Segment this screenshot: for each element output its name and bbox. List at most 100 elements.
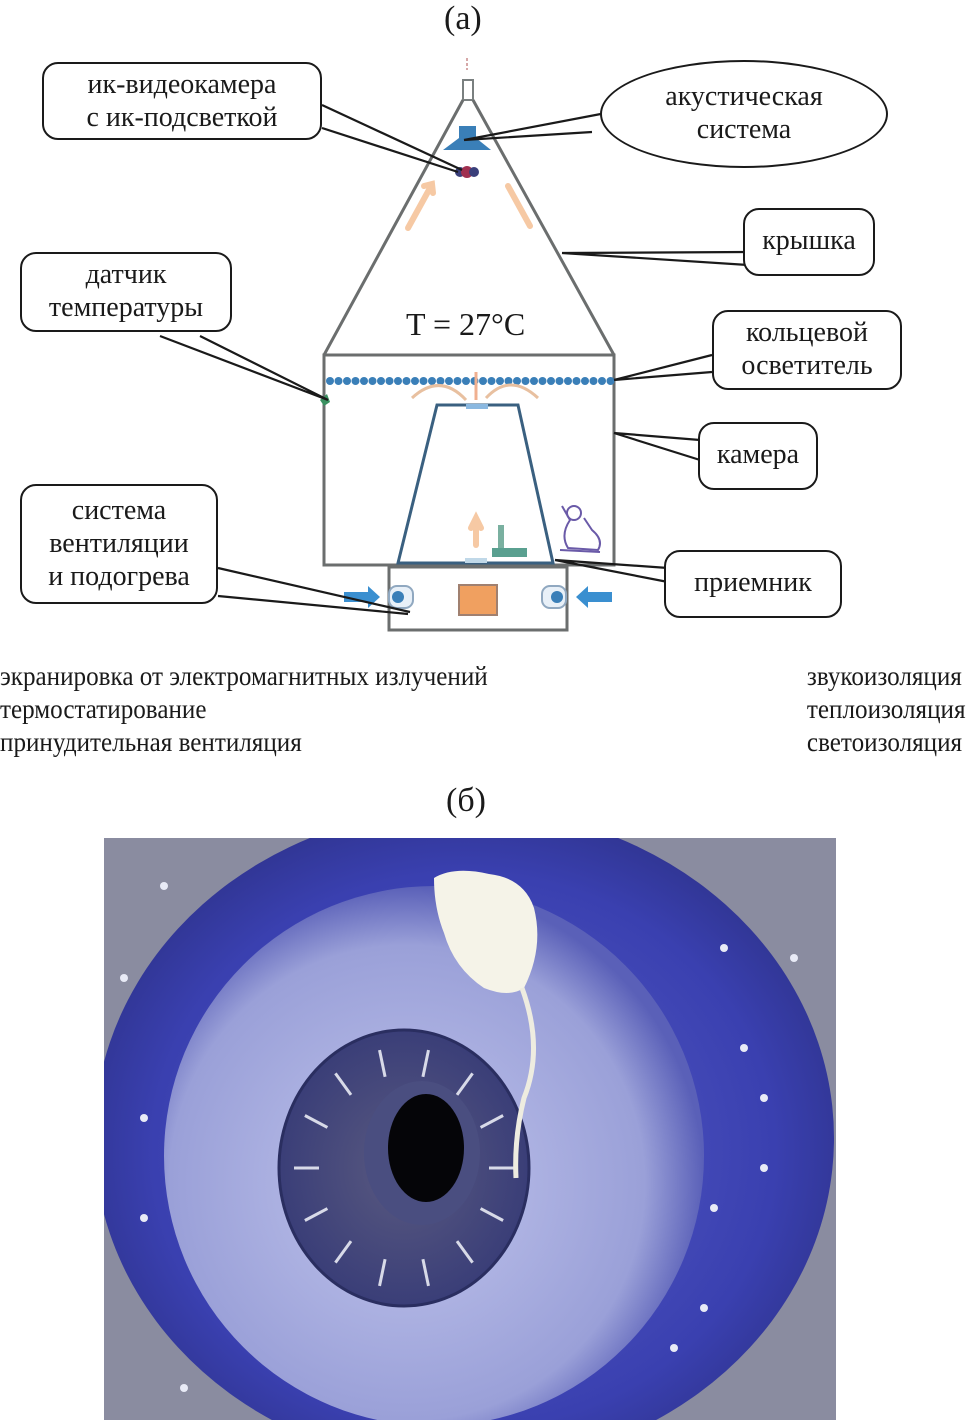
ring-light-icon — [326, 377, 615, 385]
droplet — [670, 1344, 678, 1352]
droplet — [140, 1214, 148, 1222]
droplet — [760, 1164, 768, 1172]
callout-lid-text: крышка — [762, 225, 856, 256]
droplet — [120, 974, 128, 982]
ring-light-bead — [513, 377, 521, 385]
chamber-box — [322, 353, 616, 567]
callout-acoustic-system: акустическая система — [600, 60, 888, 168]
callout-ventilation: система вентиляции и подогрева — [20, 484, 218, 604]
ring-light-bead — [555, 377, 564, 385]
ring-light-bead — [394, 377, 402, 385]
ring-light-bead — [436, 377, 445, 385]
droplet — [700, 1304, 708, 1312]
ir-camera-icon — [455, 166, 479, 178]
callout-temp-sensor-line2: температуры — [48, 292, 204, 323]
ring-light-bead — [385, 377, 394, 385]
droplet — [720, 944, 728, 952]
ring-light-bead — [453, 377, 462, 385]
platform-slot — [378, 1049, 387, 1078]
callout-receiver-text: приемник — [694, 567, 812, 598]
property-item: звукоизоляция — [807, 661, 963, 691]
air-inlet-right-arrow — [576, 586, 612, 608]
ring-light-bead — [360, 377, 368, 385]
platform-slots — [294, 1049, 514, 1287]
ring-light-bead — [351, 377, 360, 385]
platform-slot — [479, 1114, 504, 1129]
panel-b-label: (б) — [446, 782, 486, 819]
platform-slot — [378, 1258, 387, 1287]
property-item: термостатирование — [0, 694, 207, 724]
callout-acoustic-line2: система — [696, 114, 792, 145]
callout-ring-light: кольцевой осветитель — [712, 310, 902, 390]
ring-light-bead — [496, 377, 504, 385]
ring-light-bead — [368, 377, 377, 385]
ring-light-bead — [462, 377, 470, 385]
callout-ventilation-line2: вентиляции — [49, 528, 189, 559]
ring-light-bead — [564, 377, 572, 385]
rat-tail — [513, 987, 537, 1179]
callout-temp-sensor: датчик температуры — [20, 252, 232, 332]
platform-slot — [421, 1049, 430, 1078]
speaker-icon — [443, 126, 491, 150]
lid-outline — [322, 99, 616, 356]
ring-light-bead — [547, 377, 555, 385]
callout-ir-camera-line1: ик-видеокамера — [87, 69, 277, 100]
ring-light-bead — [326, 377, 334, 385]
arena-top-window — [466, 404, 488, 409]
ring-light-bead — [428, 377, 436, 385]
droplet — [140, 1114, 148, 1122]
properties-right-list: звукоизоляция теплоизоляция светоизоляци… — [807, 660, 966, 759]
platform-slot — [421, 1258, 430, 1287]
callout-temp-sensor-line1: датчик — [85, 259, 167, 290]
property-item: светоизоляция — [807, 727, 963, 757]
callout-ventilation-line1: система — [71, 495, 167, 526]
droplet — [710, 1204, 718, 1212]
arena-enclosure — [396, 403, 555, 565]
properties-left-list: экранировка от электромагнитных излучени… — [0, 660, 488, 759]
platform-slot — [304, 1114, 329, 1129]
ring-light-bead — [479, 377, 487, 385]
callout-ir-camera-line2: с ик-подсветкой — [86, 102, 278, 133]
ring-light-bead — [581, 377, 589, 385]
ring-light-bead — [334, 377, 343, 385]
droplets — [120, 882, 798, 1392]
ring-light-bead — [504, 377, 513, 385]
apparatus-diagram — [159, 58, 749, 632]
droplet — [160, 882, 168, 890]
rat-icon — [559, 505, 601, 553]
platform-slot — [304, 1207, 329, 1222]
ring-light-bead — [411, 377, 419, 385]
ring-light-bead — [377, 377, 385, 385]
platform-slot — [479, 1207, 504, 1222]
ring-light-bead — [445, 377, 453, 385]
ring-light-bead — [572, 377, 581, 385]
ring-light-bead — [521, 377, 530, 385]
callout-chamber: камера — [698, 422, 818, 490]
arena-photo-illustration — [104, 838, 836, 1420]
ring-light-bead — [598, 377, 606, 385]
callout-acoustic-line1: акустическая — [665, 81, 823, 112]
callout-chamber-text: камера — [716, 439, 800, 470]
ring-light-bead — [589, 377, 598, 385]
property-item: теплоизоляция — [807, 694, 966, 724]
droplet — [760, 1094, 768, 1102]
platform-slot — [455, 1240, 474, 1264]
arena-photo — [104, 838, 836, 1420]
rat-body — [434, 870, 538, 993]
ring-light-bead — [606, 377, 615, 385]
leader-lines — [159, 104, 749, 616]
callout-ventilation-line3: и подогрева — [48, 561, 190, 592]
ring-light-bead — [487, 377, 496, 385]
callout-ir-camera: ик-видеокамера с ик-подсветкой — [42, 62, 322, 140]
airflow-arrows — [405, 180, 533, 548]
callout-ring-light-line2: осветитель — [741, 350, 873, 381]
panel-a-label: (a) — [444, 0, 482, 37]
droplet — [740, 1044, 748, 1052]
light-rays — [410, 372, 540, 402]
ring-light-bead — [402, 377, 411, 385]
temperature-readout: T = 27°C — [406, 306, 526, 342]
heater-icon — [458, 584, 498, 616]
droplet — [790, 954, 798, 962]
receiver-icon — [465, 525, 527, 563]
platform-slot — [334, 1072, 353, 1096]
